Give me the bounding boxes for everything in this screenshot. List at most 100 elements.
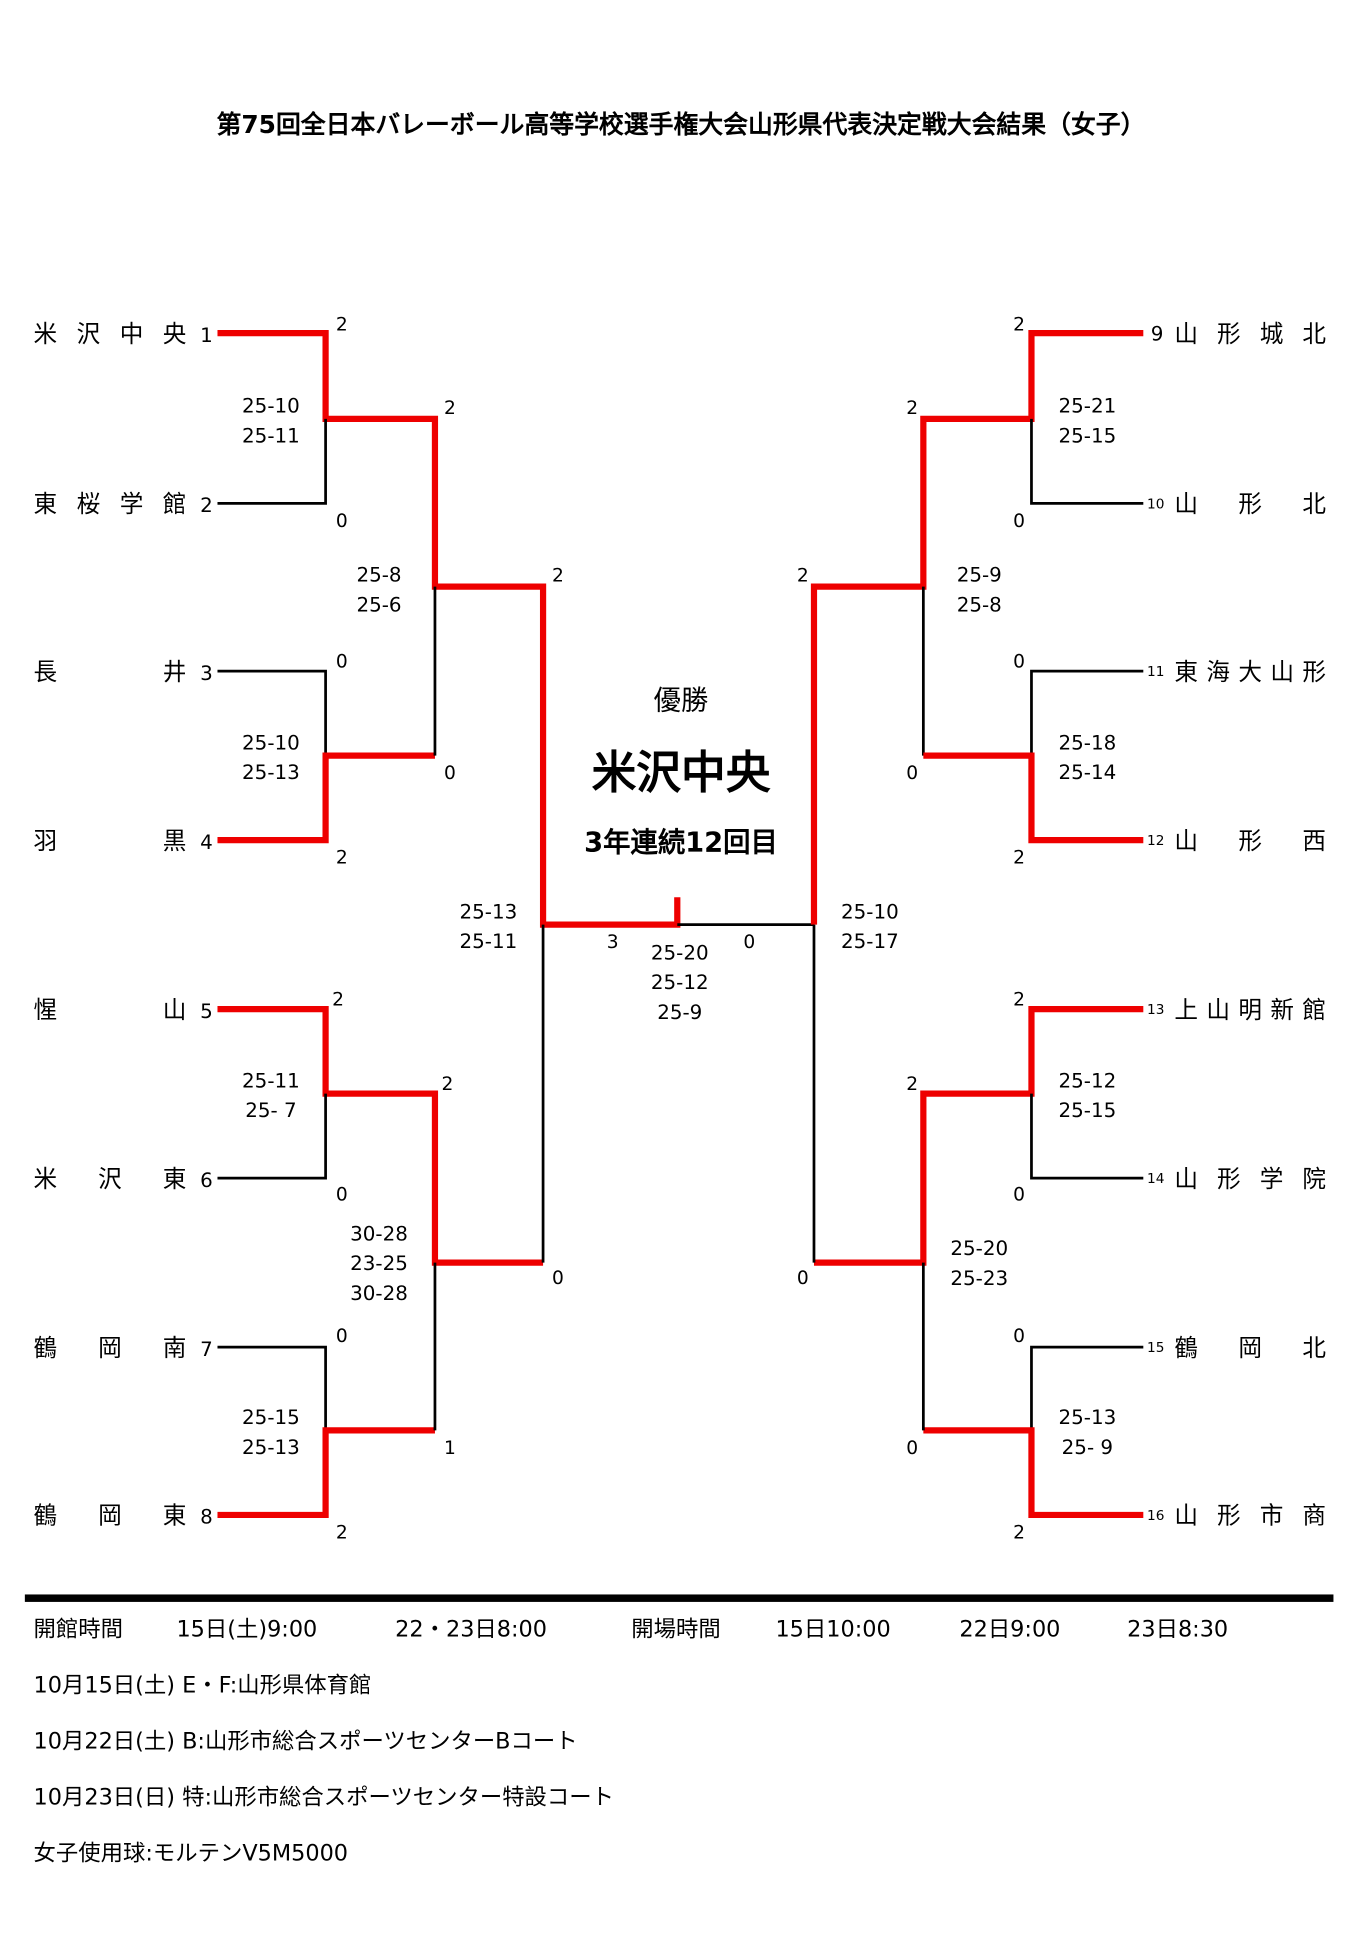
set-score: 25-23 [950, 1267, 1008, 1290]
team-seed: 13 [1147, 1002, 1164, 1018]
match-score: 0 [444, 763, 456, 784]
team-seed: 8 [200, 1506, 213, 1529]
team-name-right: 山形西 [1174, 827, 1326, 855]
bracket-line [1030, 1093, 1144, 1180]
match-score: 0 [743, 932, 755, 953]
match-score: 0 [336, 651, 348, 672]
match-score: 0 [336, 1185, 348, 1206]
set-score: 25-10 [841, 900, 899, 923]
set-score: 25-15 [242, 1406, 300, 1429]
set-score: 25-11 [460, 930, 518, 953]
hours-value: 22・23日8:00 [395, 1617, 547, 1643]
footer-divider [24, 1594, 1334, 1602]
team-name-right: 山形市商 [1174, 1502, 1326, 1530]
bracket-line [217, 669, 327, 756]
set-score: 25-11 [242, 1069, 300, 1092]
team-name-right: 東海大山形 [1174, 658, 1326, 686]
match-score: 0 [906, 763, 918, 784]
match-score: 2 [444, 398, 456, 419]
team-name-left: 鶴岡東 [34, 1502, 187, 1530]
set-score: 25-11 [242, 424, 300, 447]
match-score: 2 [906, 1074, 918, 1095]
set-score: 25- 7 [245, 1099, 296, 1122]
set-score: 25-17 [841, 930, 899, 953]
team-name-left: 鶴岡南 [34, 1334, 187, 1362]
team-name-right: 山形学院 [1174, 1165, 1326, 1193]
team-name-right: 鶴岡北 [1174, 1334, 1326, 1362]
match-score: 2 [336, 315, 348, 336]
team-name-left: 米沢中央 [34, 320, 187, 348]
team-name-left: 長井 [34, 658, 187, 686]
venue-line: 女子使用球:モルテンV5M5000 [34, 1840, 348, 1866]
set-score: 25-15 [1059, 1099, 1117, 1122]
champion-name: 米沢中央 [592, 746, 771, 799]
team-seed: 3 [200, 662, 213, 685]
set-score: 25-13 [1059, 1406, 1117, 1429]
set-score: 25-21 [1059, 395, 1117, 418]
match-score: 1 [444, 1438, 456, 1459]
match-score: 2 [906, 398, 918, 419]
team-seed: 7 [200, 1338, 213, 1361]
match-score: 2 [797, 566, 809, 587]
team-seed: 4 [200, 831, 213, 854]
set-score: 25-13 [242, 761, 300, 784]
set-score: 25-9 [657, 1001, 702, 1024]
hours-value: 22日9:00 [959, 1617, 1060, 1643]
team-name-left: 惺山 [34, 996, 187, 1024]
team-seed: 14 [1147, 1171, 1164, 1187]
set-score: 25-13 [460, 900, 518, 923]
team-name-left: 米沢東 [34, 1165, 187, 1193]
set-score: 25-13 [242, 1436, 300, 1459]
venue-line: 10月22日(土) B:山形市総合スポーツセンターBコート [34, 1729, 578, 1755]
team-seed: 1 [200, 324, 213, 347]
match-score: 0 [1013, 1185, 1025, 1206]
winner-line [813, 1006, 1144, 1266]
bracket-line [1030, 1345, 1144, 1431]
match-score: 0 [1013, 651, 1025, 672]
match-score: 0 [336, 1326, 348, 1347]
match-score: 2 [1013, 1523, 1025, 1544]
set-score: 25-8 [356, 564, 401, 587]
match-score: 0 [906, 1438, 918, 1459]
hours-value: 15日(土)9:00 [176, 1617, 317, 1643]
set-score: 30-28 [350, 1222, 408, 1245]
winner-line [923, 1427, 1144, 1519]
team-name-left: 羽黒 [34, 827, 187, 855]
bracket-line [217, 1345, 327, 1431]
set-score: 25-12 [1059, 1069, 1117, 1092]
set-score: 25-10 [242, 395, 300, 418]
bracket-line [217, 418, 327, 505]
set-score: 25-12 [651, 971, 709, 994]
team-seed: 16 [1147, 1508, 1164, 1524]
winner-line [923, 752, 1144, 844]
match-score: 0 [336, 511, 348, 532]
match-score: 0 [552, 1268, 564, 1289]
set-score: 25-15 [1059, 424, 1117, 447]
match-score: 2 [1013, 848, 1025, 869]
set-score: 25- 9 [1062, 1436, 1113, 1459]
winner-line [217, 1427, 435, 1519]
match-score: 3 [607, 932, 619, 953]
set-score: 23-25 [350, 1252, 408, 1275]
team-seed: 15 [1147, 1340, 1164, 1356]
hours-label: 開館時間 [34, 1617, 123, 1643]
set-score: 25-20 [950, 1237, 1008, 1260]
bracket-line [1030, 418, 1144, 505]
champion-label: 優勝 [654, 686, 709, 717]
team-name-left: 東桜学館 [34, 490, 187, 518]
venue-line: 10月23日(日) 特:山形市総合スポーツセンター特設コート [34, 1784, 614, 1810]
match-score: 0 [1013, 511, 1025, 532]
venue-line: 10月15日(土) E・F:山形県体育館 [34, 1673, 372, 1699]
match-score: 2 [336, 848, 348, 869]
team-name-right: 上山明新館 [1174, 996, 1326, 1024]
hours-label: 開場時間 [631, 1617, 720, 1643]
set-score: 25-14 [1059, 761, 1117, 784]
champion-block: 優勝 米沢中央 3年連続12回目 [584, 686, 778, 859]
winner-line [217, 752, 435, 844]
match-score: 2 [441, 1074, 453, 1095]
team-name-right: 山形北 [1174, 490, 1326, 518]
set-score: 25-6 [356, 593, 401, 616]
team-name-right: 山形城北 [1174, 320, 1326, 348]
match-score: 2 [552, 566, 564, 587]
